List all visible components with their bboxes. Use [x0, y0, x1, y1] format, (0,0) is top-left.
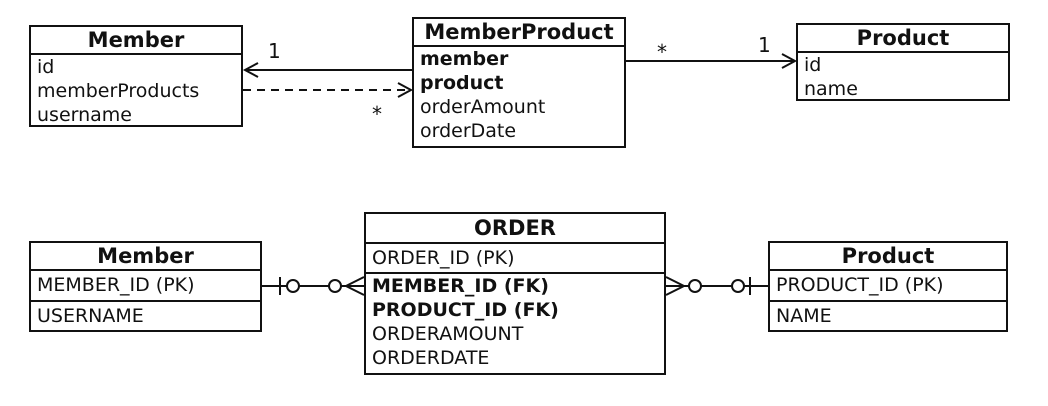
- uml-memberproduct-field-member: member: [420, 48, 509, 70]
- uml-memberproduct-field-orderamount: orderAmount: [420, 96, 546, 118]
- uml-association-memberproduct-to-member: [242, 62, 412, 78]
- uml-multiplicity-member-side: 1: [268, 39, 281, 63]
- erd-product-table: Product PRODUCT_ID (PK) NAME: [768, 241, 1008, 332]
- erd-order-table: ORDER ORDER_ID (PK) MEMBER_ID (FK) PRODU…: [364, 212, 666, 375]
- erd-order-title: ORDER: [366, 214, 664, 244]
- uml-memberproduct-class: MemberProduct member product orderAmount…: [412, 17, 626, 148]
- uml-member-field-memberproducts: memberProducts: [37, 80, 200, 102]
- erd-member-pk: MEMBER_ID (PK): [37, 274, 195, 296]
- zero-circle-icon: [688, 279, 702, 293]
- erd-relationship-order-product: [665, 276, 768, 296]
- uml-product-field-name: name: [804, 78, 858, 100]
- uml-memberproduct-title: MemberProduct: [414, 19, 624, 47]
- zero-circle-icon: [328, 279, 342, 293]
- uml-member-field-id: id: [37, 56, 55, 78]
- uml-member-field-username: username: [37, 104, 132, 126]
- uml-member-class: Member id memberProducts username: [29, 25, 243, 127]
- uml-memberproduct-field-product: product: [420, 72, 504, 94]
- erd-member-table: Member MEMBER_ID (PK) USERNAME: [29, 241, 262, 332]
- uml-product-title: Product: [798, 25, 1008, 53]
- zero-circle-icon: [286, 279, 300, 293]
- uml-member-title: Member: [31, 27, 241, 55]
- crows-foot-icon: [665, 276, 687, 296]
- erd-relationship-member-order: [262, 276, 365, 296]
- erd-order-field-orderdate: ORDERDATE: [372, 347, 490, 369]
- uml-multiplicity-memberproduct-upper: *: [657, 40, 667, 64]
- erd-member-field-username: USERNAME: [37, 305, 144, 327]
- erd-order-field-orderamount: ORDERAMOUNT: [372, 323, 524, 345]
- uml-multiplicity-memberproduct-lower: *: [372, 102, 382, 126]
- zero-circle-icon: [731, 279, 745, 293]
- crows-foot-icon: [343, 276, 365, 296]
- uml-association-member-to-memberproduct: [243, 82, 414, 98]
- arrowhead-icon: [242, 62, 259, 78]
- erd-product-field-name: NAME: [776, 305, 832, 327]
- erd-order-fk-product: PRODUCT_ID (FK): [372, 299, 559, 321]
- erd-product-pk: PRODUCT_ID (PK): [776, 274, 944, 296]
- arrowhead-icon: [397, 82, 414, 98]
- arrowhead-icon: [781, 53, 798, 69]
- erd-member-title: Member: [31, 243, 260, 271]
- uml-association-memberproduct-to-product: [626, 53, 798, 69]
- erd-order-pk: ORDER_ID (PK): [372, 247, 515, 269]
- uml-product-class: Product id name: [796, 23, 1010, 101]
- erd-product-title: Product: [770, 243, 1006, 271]
- uml-memberproduct-field-orderdate: orderDate: [420, 120, 517, 142]
- erd-order-fk-member: MEMBER_ID (FK): [372, 275, 549, 297]
- uml-multiplicity-product-side: 1: [758, 33, 771, 57]
- uml-product-field-id: id: [804, 54, 822, 76]
